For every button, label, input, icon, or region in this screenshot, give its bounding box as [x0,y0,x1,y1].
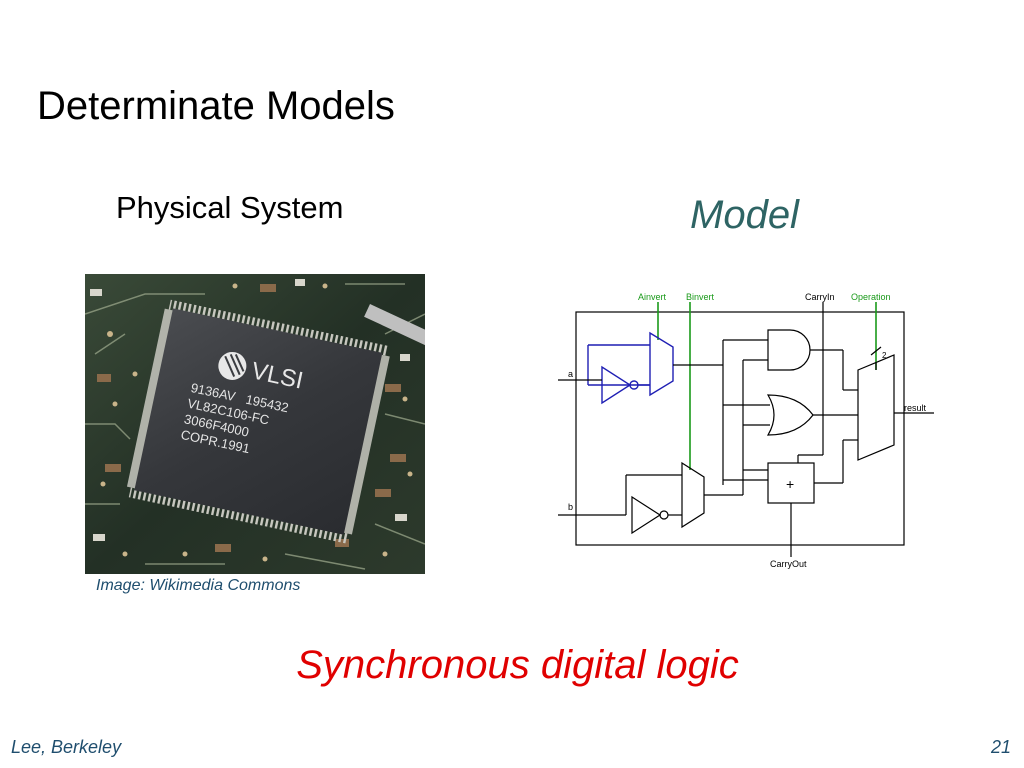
binvert-label: Binvert [686,292,715,302]
ainvert-label: Ainvert [638,292,667,302]
adder-symbol: + [786,476,794,492]
slide-title: Determinate Models [37,84,395,128]
carryin-label: CarryIn [805,292,835,302]
image-credit: Image: Wikimedia Commons [96,577,301,594]
inverter-a [601,365,632,405]
mux-a [649,331,674,397]
result-mux [857,354,895,461]
and-gate [767,329,811,371]
inverter-b [631,495,662,535]
input-b-label: b [568,502,573,512]
physical-system-heading: Physical System [116,190,344,225]
bus-width-label: 2 [882,351,887,360]
operation-label: Operation [851,292,891,302]
vlsi-chip-photo: VLSI 9136AV 195432 VL82C106-FC 3066F4000… [85,274,425,574]
result-label: result [904,403,927,413]
alu-boundary [575,311,905,546]
mux-b [681,461,705,529]
slide-caption: Synchronous digital logic [296,643,739,687]
or-gate [766,394,814,436]
alu-diagram: Ainvert Binvert CarryIn Operation a b [558,292,934,569]
input-a-label: a [568,369,573,379]
model-heading: Model [690,193,799,237]
footer-author: Lee, Berkeley [11,737,122,757]
page-number: 21 [990,737,1011,757]
carryout-label: CarryOut [770,559,807,569]
